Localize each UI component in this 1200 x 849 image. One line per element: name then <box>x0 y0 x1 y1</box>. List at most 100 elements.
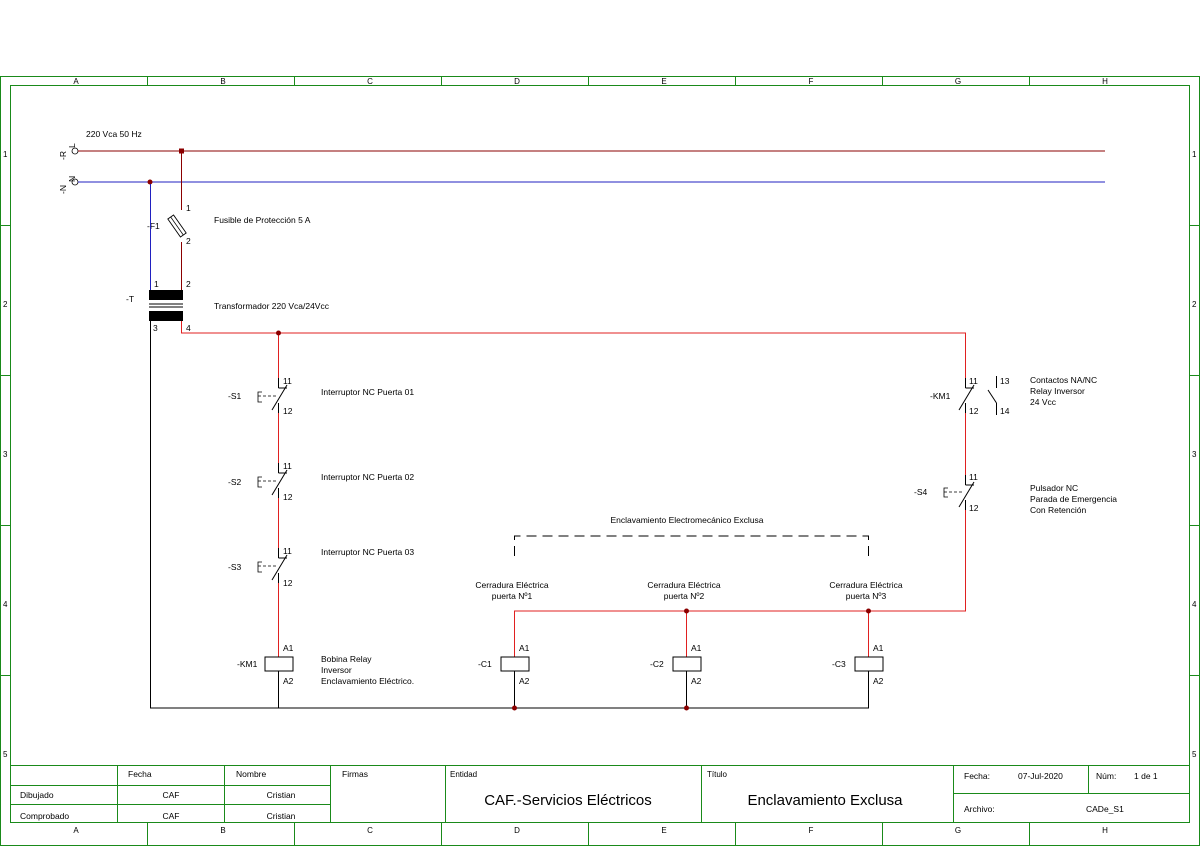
transformer-pin-3: 3 <box>153 323 158 333</box>
tb-comprobado-fecha: CAF <box>163 811 180 821</box>
s4-desc-2: Parada de Emergencia <box>1030 494 1117 504</box>
s1-tag: -S1 <box>228 391 242 401</box>
km1-coil-pin-top: A1 <box>283 643 294 653</box>
tb-fecha-label: Fecha: <box>964 771 990 781</box>
km1-contact-pin-13: 13 <box>1000 376 1010 386</box>
s4-desc-1: Pulsador NC <box>1030 483 1078 493</box>
tb-num-label: Núm: <box>1096 771 1116 781</box>
row-label-4-right: 4 <box>1192 600 1197 609</box>
c1-tag: -C1 <box>478 659 492 669</box>
tb-dibujado-label: Dibujado <box>20 790 54 800</box>
control-wiring <box>150 321 966 709</box>
col-label-h-bottom: H <box>1102 826 1108 835</box>
switch-s3: 11 12 -S3 Interruptor NC Puerta 03 <box>228 546 414 588</box>
column-labels-bottom: A B C D E F G H <box>73 826 1108 835</box>
tb-archivo-label: Archivo: <box>964 804 995 814</box>
s3-pin-top: 11 <box>283 546 292 556</box>
switch-s1: 11 12 -S1 Interruptor NC Puerta 01 <box>228 376 414 416</box>
tb-titulo-label: Título <box>707 770 728 779</box>
tb-dibujado-nombre: Cristian <box>267 790 296 800</box>
lock-c3: Cerradura Eléctrica puerta Nº3 A1 A2 -C3 <box>829 580 902 686</box>
transformer-pin-2: 2 <box>186 279 191 289</box>
tb-archivo-value: CADe_S1 <box>1086 804 1124 814</box>
fuse-tag: -F1 <box>147 221 160 231</box>
s4-tag: -S4 <box>914 487 928 497</box>
tb-dibujado-fecha: CAF <box>163 790 180 800</box>
neutral-junction <box>147 179 153 185</box>
transformer-tag: -T <box>126 294 134 304</box>
tb-comprobado-nombre: Cristian <box>267 811 296 821</box>
km1-contact-tag: -KM1 <box>930 391 951 401</box>
row-label-3-right: 3 <box>1192 450 1197 459</box>
phase-letter: L <box>67 143 77 148</box>
km1-contact-pin-11: 11 <box>969 376 978 386</box>
km1-contact-pin-12: 12 <box>969 406 979 416</box>
col-label-g: G <box>955 77 961 86</box>
col-label-e: E <box>661 77 666 86</box>
row-label-5-right: 5 <box>1192 750 1197 759</box>
fuse-pin-bottom: 2 <box>186 236 191 246</box>
fuse-f1: 1 2 -F1 Fusible de Protección 5 A <box>147 153 311 291</box>
fuse-pin-top: 1 <box>186 203 191 213</box>
pushbutton-s4: 11 12 -S4 Pulsador NC Parada de Emergenc… <box>914 472 1117 515</box>
c1-name-1: Cerradura Eléctrica <box>475 580 548 590</box>
c2-name-2: puerta Nº2 <box>664 591 705 601</box>
row-labels-right: 1 2 3 4 5 <box>1192 150 1197 759</box>
interlock-group: Enclavamiento Electromecánico Exclusa <box>514 515 869 556</box>
interlock-label: Enclavamiento Electromecánico Exclusa <box>610 515 763 525</box>
c2-name-1: Cerradura Eléctrica <box>647 580 720 590</box>
c1-name-2: puerta Nº1 <box>492 591 533 601</box>
relay-contacts-km1: 11 12 13 14 -KM1 Contactos NA/NC Relay I… <box>930 375 1097 416</box>
c2-pin-top: A1 <box>691 643 702 653</box>
phase-junction <box>179 148 184 154</box>
s4-pin-bottom: 12 <box>969 503 979 513</box>
col-label-c-bottom: C <box>367 826 373 835</box>
tb-col-firmas: Firmas <box>342 769 368 779</box>
s2-tag: -S2 <box>228 477 242 487</box>
tb-comprobado-label: Comprobado <box>20 811 69 821</box>
col-label-d: D <box>514 77 520 86</box>
s1-description: Interruptor NC Puerta 01 <box>321 387 414 397</box>
neutral-letter: N <box>67 176 77 182</box>
c3-name-2: puerta Nº3 <box>846 591 887 601</box>
row-label-1-right: 1 <box>1192 150 1197 159</box>
row-label-3: 3 <box>3 450 8 459</box>
tb-entidad-label: Entidad <box>450 770 477 779</box>
fuse-description: Fusible de Protección 5 A <box>214 215 311 225</box>
relay-coil-km1: A1 A2 -KM1 Bobina Relay Inversor Enclava… <box>237 643 414 686</box>
lock-c2: Cerradura Eléctrica puerta Nº2 A1 A2 -C2 <box>647 580 720 686</box>
transformer-primary <box>149 290 183 300</box>
row-label-1: 1 <box>3 150 8 159</box>
title-block: Fecha Nombre Firmas Entidad CAF.-Servici… <box>10 765 1190 823</box>
lock-c1: Cerradura Eléctrica puerta Nº1 A1 A2 -C1 <box>475 580 548 686</box>
transformer-pin-1: 1 <box>154 279 159 289</box>
km1-contact-desc-3: 24 Vcc <box>1030 397 1057 407</box>
c2-pin-bottom: A2 <box>691 676 702 686</box>
km1-contact-desc-2: Relay Inversor <box>1030 386 1085 396</box>
c1-pin-top: A1 <box>519 643 530 653</box>
km1-coil-pin-bottom: A2 <box>283 676 294 686</box>
transformer-t: 1 2 3 4 -T Transformador 220 Vca/24Vcc <box>126 184 330 333</box>
c3-pin-bottom: A2 <box>873 676 884 686</box>
s3-tag: -S3 <box>228 562 242 572</box>
km1-coil-desc-1: Bobina Relay <box>321 654 372 664</box>
row-label-2: 2 <box>3 300 8 309</box>
s2-pin-bottom: 12 <box>283 492 293 502</box>
col-label-e-bottom: E <box>661 826 666 835</box>
col-label-b-bottom: B <box>220 826 225 835</box>
row-label-4: 4 <box>3 600 8 609</box>
supply-section: 220 Vca 50 Hz -R L -N N <box>58 129 1105 194</box>
col-label-a-bottom: A <box>73 826 79 835</box>
km1-coil-desc-3: Enclavamiento Eléctrico. <box>321 676 414 686</box>
transformer-secondary <box>149 311 183 321</box>
s4-pin-top: 11 <box>969 472 978 482</box>
tb-col-nombre: Nombre <box>236 769 267 779</box>
col-label-h: H <box>1102 77 1108 86</box>
km1-contact-pin-14: 14 <box>1000 406 1010 416</box>
col-label-g-bottom: G <box>955 826 961 835</box>
s3-pin-bottom: 12 <box>283 578 293 588</box>
tb-titulo-value: Enclavamiento Exclusa <box>747 792 903 809</box>
transformer-description: Transformador 220 Vca/24Vcc <box>214 301 330 311</box>
row-labels-left: 1 2 3 4 5 <box>3 150 8 759</box>
